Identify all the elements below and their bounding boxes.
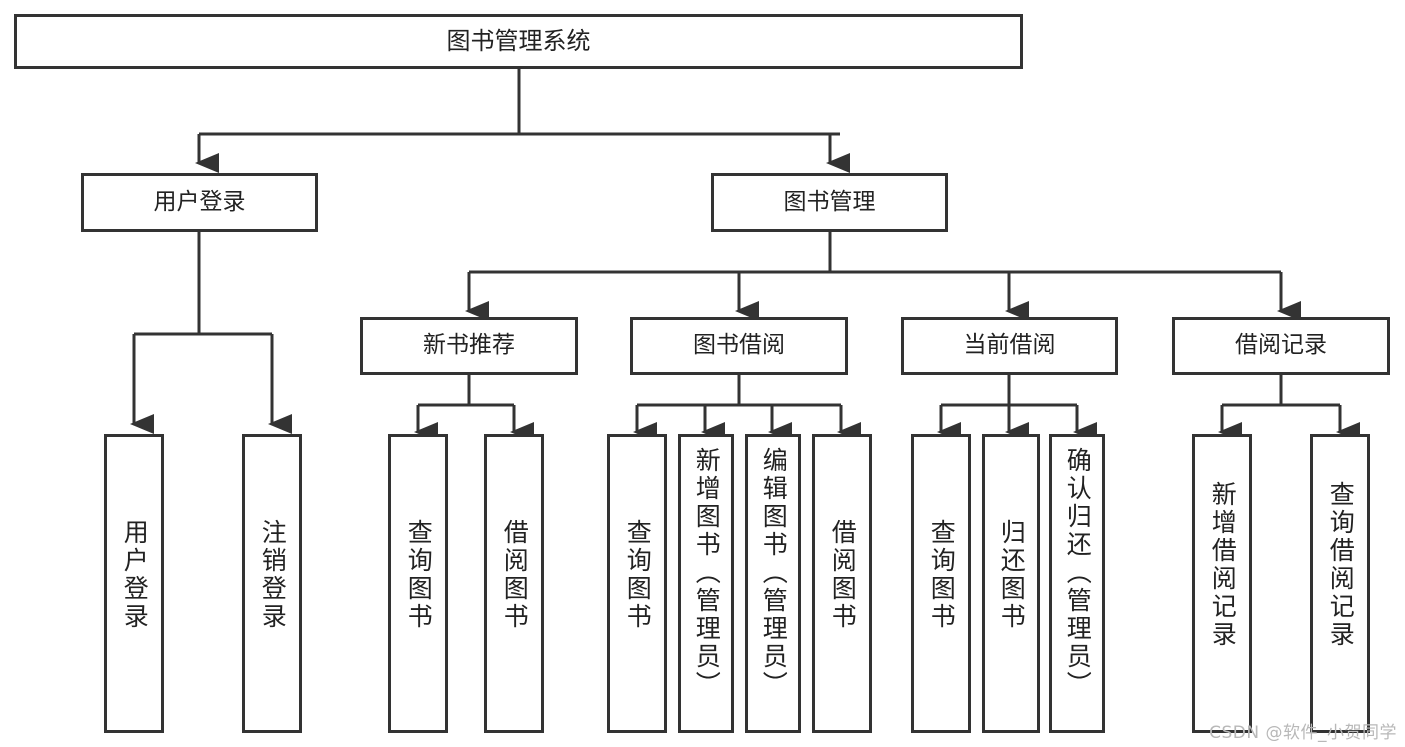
node-label: 编辑图书（管理员）: [759, 447, 789, 699]
node-label: 用户登录: [153, 188, 246, 215]
leaf-query-book-borrow[interactable]: 查询图书: [607, 434, 667, 733]
node-label: 借阅图书: [500, 519, 530, 631]
leaf-borrow-book-borrow[interactable]: 借阅图书: [812, 434, 872, 733]
leaf-user-logout[interactable]: 注销登录: [242, 434, 302, 733]
node-label: 归还图书: [997, 519, 1027, 631]
node-label: 注销登录: [258, 519, 288, 631]
node-label: 查询图书: [623, 519, 653, 631]
node-label: 用户登录: [120, 519, 150, 631]
leaf-return-book[interactable]: 归还图书: [982, 434, 1040, 733]
node-borrow-record[interactable]: 借阅记录: [1172, 317, 1390, 375]
leaf-query-book-new-recommend[interactable]: 查询图书: [388, 434, 448, 733]
node-label: 查询图书: [927, 519, 957, 631]
node-label: 图书管理: [783, 188, 876, 215]
node-label: 图书借阅: [693, 332, 785, 359]
watermark-text: CSDN @软件_小贺同学: [1209, 723, 1397, 743]
leaf-query-book-current[interactable]: 查询图书: [911, 434, 971, 733]
node-label: 新增借阅记录: [1208, 481, 1238, 649]
node-current-borrow[interactable]: 当前借阅: [901, 317, 1118, 375]
node-root-book-management-system[interactable]: 图书管理系统: [14, 14, 1023, 69]
node-label: 当前借阅: [963, 332, 1056, 359]
node-label: 查询借阅记录: [1326, 481, 1356, 649]
node-label: 新书推荐: [423, 332, 515, 359]
leaf-confirm-return-admin[interactable]: 确认归还（管理员）: [1049, 434, 1105, 733]
leaf-add-borrow-record[interactable]: 新增借阅记录: [1192, 434, 1252, 733]
leaf-query-borrow-record[interactable]: 查询借阅记录: [1310, 434, 1370, 733]
node-new-book-recommend[interactable]: 新书推荐: [360, 317, 578, 375]
node-label: 借阅记录: [1235, 332, 1327, 359]
node-book-borrow[interactable]: 图书借阅: [630, 317, 848, 375]
node-label: 查询图书: [404, 519, 434, 631]
leaf-add-book-admin[interactable]: 新增图书（管理员）: [678, 434, 734, 733]
node-book-manage[interactable]: 图书管理: [711, 173, 948, 232]
leaf-borrow-book-new-recommend[interactable]: 借阅图书: [484, 434, 544, 733]
leaf-edit-book-admin[interactable]: 编辑图书（管理员）: [745, 434, 801, 733]
node-label: 新增图书（管理员）: [692, 447, 722, 699]
leaf-user-login[interactable]: 用户登录: [104, 434, 164, 733]
node-label: 借阅图书: [828, 519, 858, 631]
node-label: 确认归还（管理员）: [1063, 447, 1093, 699]
node-label: 图书管理系统: [446, 27, 591, 56]
node-user-login[interactable]: 用户登录: [81, 173, 318, 232]
